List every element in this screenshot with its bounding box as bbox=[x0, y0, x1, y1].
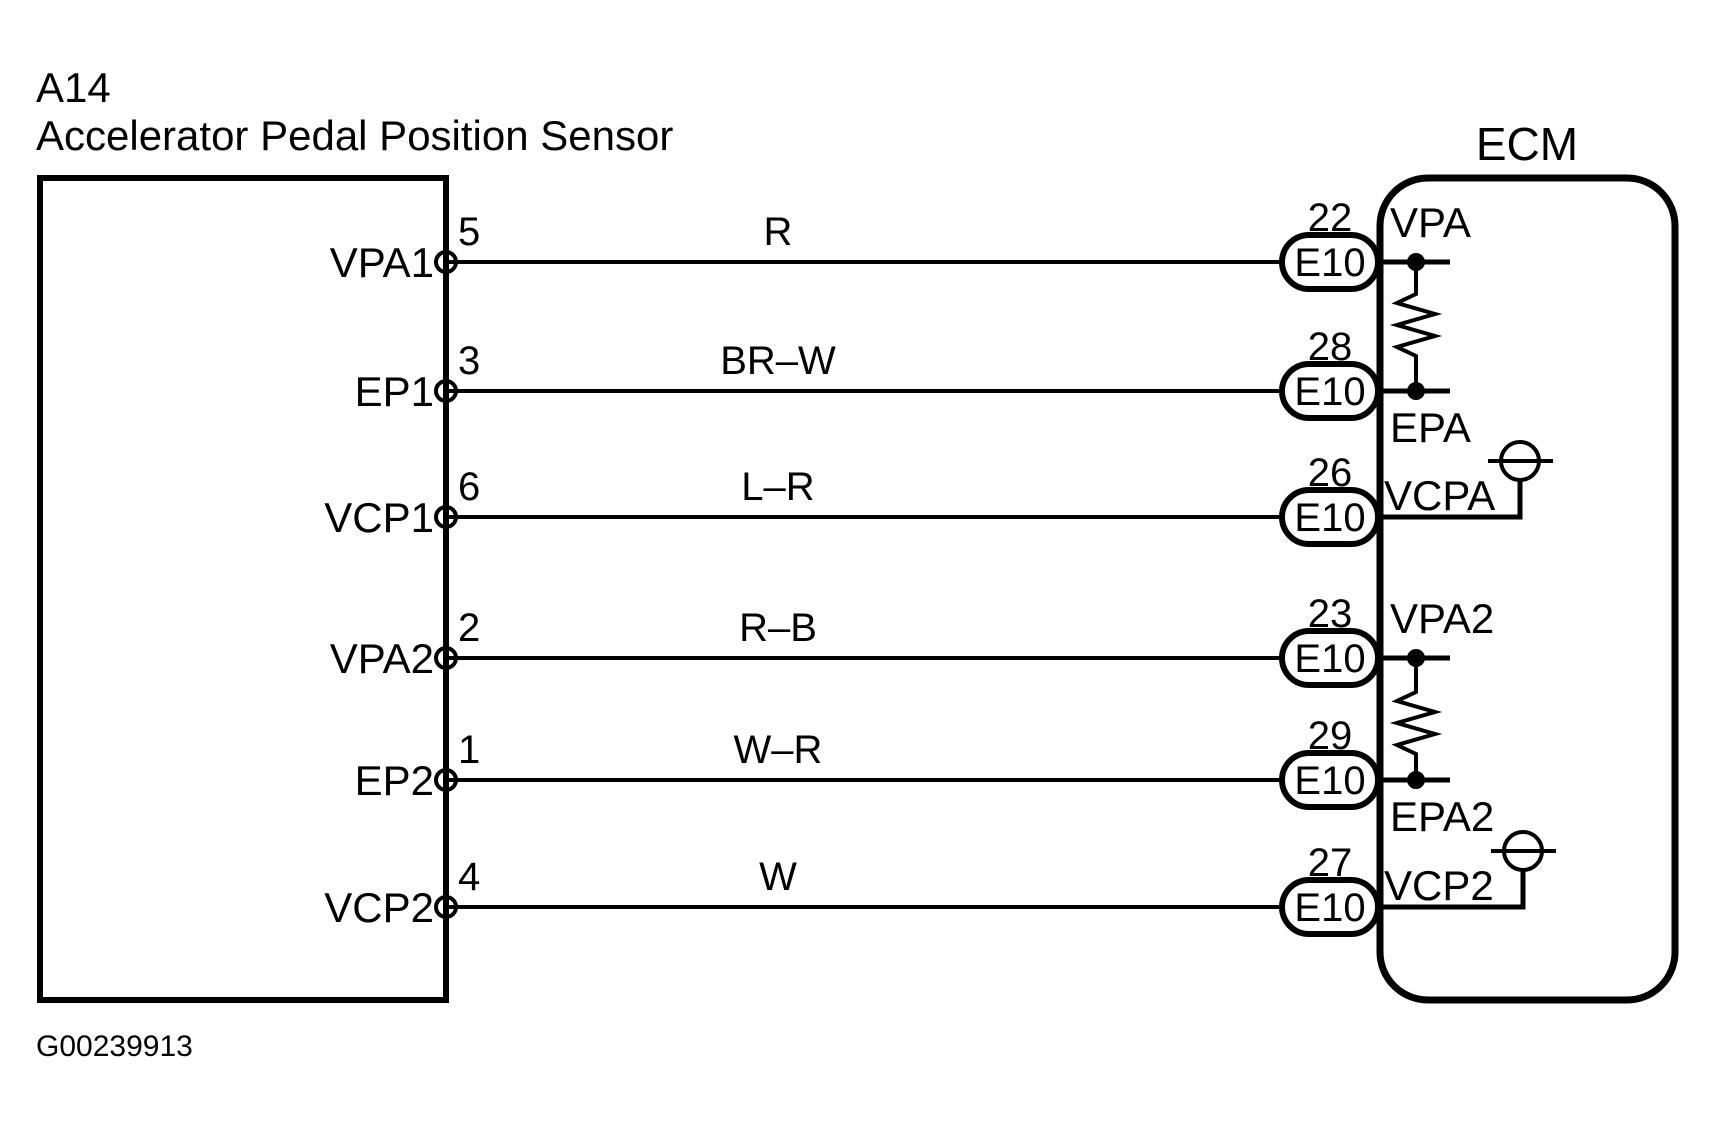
sensor-terminal-label: VPA2 bbox=[330, 635, 434, 682]
sensor-pin-circle-2 bbox=[434, 646, 458, 670]
connector-oval-28 bbox=[1279, 361, 1381, 421]
sensor-terminal-label: EP2 bbox=[355, 757, 434, 804]
ecm-terminal-label: EPA2 bbox=[1390, 793, 1494, 840]
junction-dot-epa2 bbox=[1407, 771, 1425, 789]
connector-oval-26 bbox=[1279, 487, 1381, 547]
wire-color-label: R–B bbox=[739, 606, 817, 650]
ecm-terminal-label: VPA bbox=[1390, 199, 1471, 246]
sensor-terminal-label: VPA1 bbox=[330, 239, 434, 286]
ecm-terminal-label: EPA bbox=[1390, 404, 1471, 451]
sensor-pin-circle-5 bbox=[434, 250, 458, 274]
sensor-pin-circle-6 bbox=[434, 505, 458, 529]
connector-id-label: E10 bbox=[1294, 241, 1365, 285]
wire-color-label: L–R bbox=[741, 465, 814, 509]
wire-color-label: W bbox=[759, 855, 797, 899]
junction-dot-vpa2 bbox=[1407, 649, 1425, 667]
ecm-label: ECM bbox=[1476, 118, 1578, 170]
connector-id-label: E10 bbox=[1294, 637, 1365, 681]
sensor-pin-number: 3 bbox=[458, 339, 480, 383]
sensor-pin-number: 6 bbox=[458, 465, 480, 509]
component-name-label: Accelerator Pedal Position Sensor bbox=[36, 112, 673, 159]
ecm-box bbox=[1376, 174, 1679, 1004]
connector-oval-29 bbox=[1279, 750, 1381, 810]
resistor-vpa2-epa2 bbox=[1389, 658, 1443, 780]
sensor-pin-number: 1 bbox=[458, 728, 480, 772]
ecm-pin-number: 28 bbox=[1308, 325, 1353, 369]
sensor-terminal-label: EP1 bbox=[355, 368, 434, 415]
wire-color-label: R bbox=[764, 210, 793, 254]
connector-oval-23 bbox=[1279, 628, 1381, 688]
wire-color-label: W–R bbox=[734, 728, 823, 772]
sensor-pin-number: 5 bbox=[458, 210, 480, 254]
ecm-pin-number: 29 bbox=[1308, 714, 1353, 758]
connector-oval-22 bbox=[1279, 232, 1381, 292]
sensor-pin-circle-4 bbox=[434, 895, 458, 919]
ecm-pin-number: 27 bbox=[1308, 841, 1353, 885]
connector-oval-27 bbox=[1279, 877, 1381, 937]
sensor-box bbox=[37, 175, 449, 1003]
connector-id-label: E10 bbox=[1294, 370, 1365, 414]
ecm-pin-number: 26 bbox=[1308, 451, 1353, 495]
ecm-pin-number: 23 bbox=[1308, 592, 1353, 636]
wire-color-label: BR–W bbox=[720, 339, 836, 383]
sensor-pin-number: 4 bbox=[458, 855, 480, 899]
vcp2-source-wire bbox=[1378, 871, 1526, 910]
resistor-vpa-epa bbox=[1389, 262, 1443, 391]
vcpa-source-wire bbox=[1378, 481, 1523, 520]
ecm-terminal-label: VCPA bbox=[1384, 472, 1495, 519]
ecm-pin-number: 22 bbox=[1308, 196, 1353, 240]
connector-id-label: E10 bbox=[1294, 496, 1365, 540]
figure-id-label: G00239913 bbox=[36, 1030, 193, 1063]
connector-id-label: E10 bbox=[1294, 886, 1365, 930]
sensor-pin-number: 2 bbox=[458, 606, 480, 650]
ecm-terminal-label: VCP2 bbox=[1384, 862, 1494, 909]
ecm-terminal-label: VPA2 bbox=[1390, 595, 1494, 642]
junction-dot-vpa bbox=[1407, 253, 1425, 271]
junction-dot-epa bbox=[1407, 382, 1425, 400]
component-id-label: A14 bbox=[36, 64, 111, 111]
connector-id-label: E10 bbox=[1294, 759, 1365, 803]
sensor-pin-circle-3 bbox=[434, 379, 458, 403]
sensor-pin-circle-1 bbox=[434, 768, 458, 792]
sensor-terminal-label: VCP1 bbox=[324, 494, 434, 541]
sensor-terminal-label: VCP2 bbox=[324, 884, 434, 931]
